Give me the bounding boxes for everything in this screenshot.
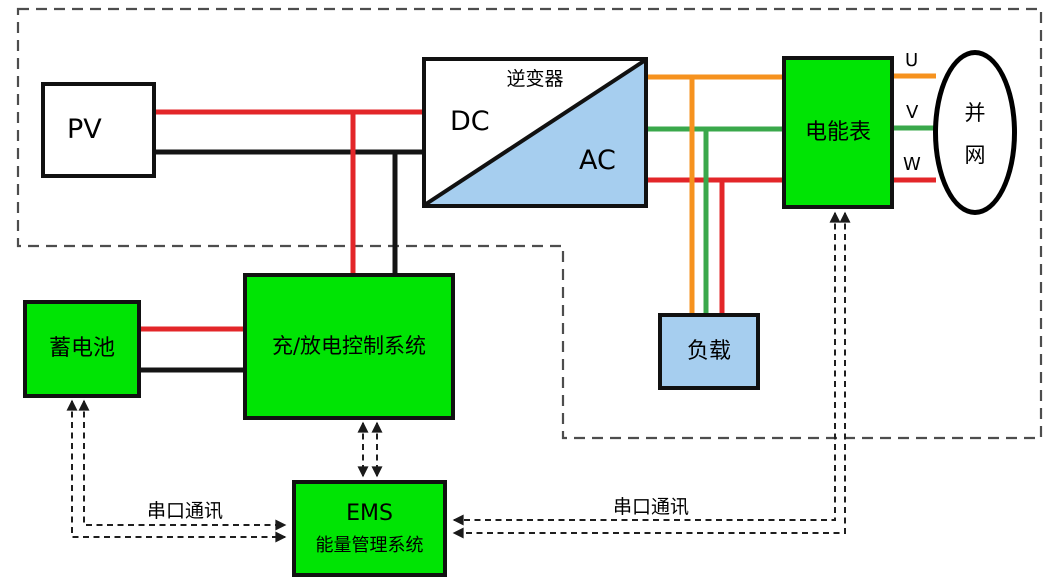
grid-label-line2: 网 xyxy=(964,142,986,167)
battery-ems-serial-line-1 xyxy=(66,399,287,543)
battery-box: 蓄电池 xyxy=(23,300,141,398)
load-box: 负载 xyxy=(658,313,760,390)
phase-v-label: V xyxy=(906,102,919,123)
inverter-diagonal-graphic xyxy=(426,61,644,204)
meter-ems-serial-line-2 xyxy=(452,211,851,539)
inverter-box: 逆变器 DC AC xyxy=(422,57,648,208)
charge-discharge-controller-box: 充/放电控制系统 xyxy=(243,273,455,420)
inverter-ac-label: AC xyxy=(579,145,616,176)
ems-box: EMS 能量管理系统 xyxy=(292,480,447,577)
grid-label-line1: 并 xyxy=(964,100,986,125)
grid-connection-ellipse: 并 网 xyxy=(933,50,1017,215)
pv-label: PV xyxy=(67,114,102,146)
serial-comm-label-left: 串口通讯 xyxy=(147,500,224,522)
phase-u-label: U xyxy=(905,50,919,71)
inverter-title: 逆变器 xyxy=(506,68,564,90)
meter-ems-serial-line-1 xyxy=(452,211,841,526)
inverter-diagonal-line xyxy=(426,61,644,204)
pv-box: PV xyxy=(41,82,156,178)
battery-label: 蓄电池 xyxy=(48,336,115,362)
inverter-dc-label: DC xyxy=(450,106,490,137)
load-label: 负载 xyxy=(686,338,731,364)
charge-discharge-controller-label: 充/放电控制系统 xyxy=(271,334,427,359)
battery-ems-serial-line-2 xyxy=(78,399,287,531)
ems-subtitle: 能量管理系统 xyxy=(315,535,424,556)
power-meter-label: 电能表 xyxy=(804,119,871,145)
serial-comm-label-right: 串口通讯 xyxy=(613,496,690,518)
ems-title: EMS xyxy=(346,500,393,526)
power-meter-box: 电能表 xyxy=(782,56,894,209)
phase-w-label: W xyxy=(903,154,921,175)
